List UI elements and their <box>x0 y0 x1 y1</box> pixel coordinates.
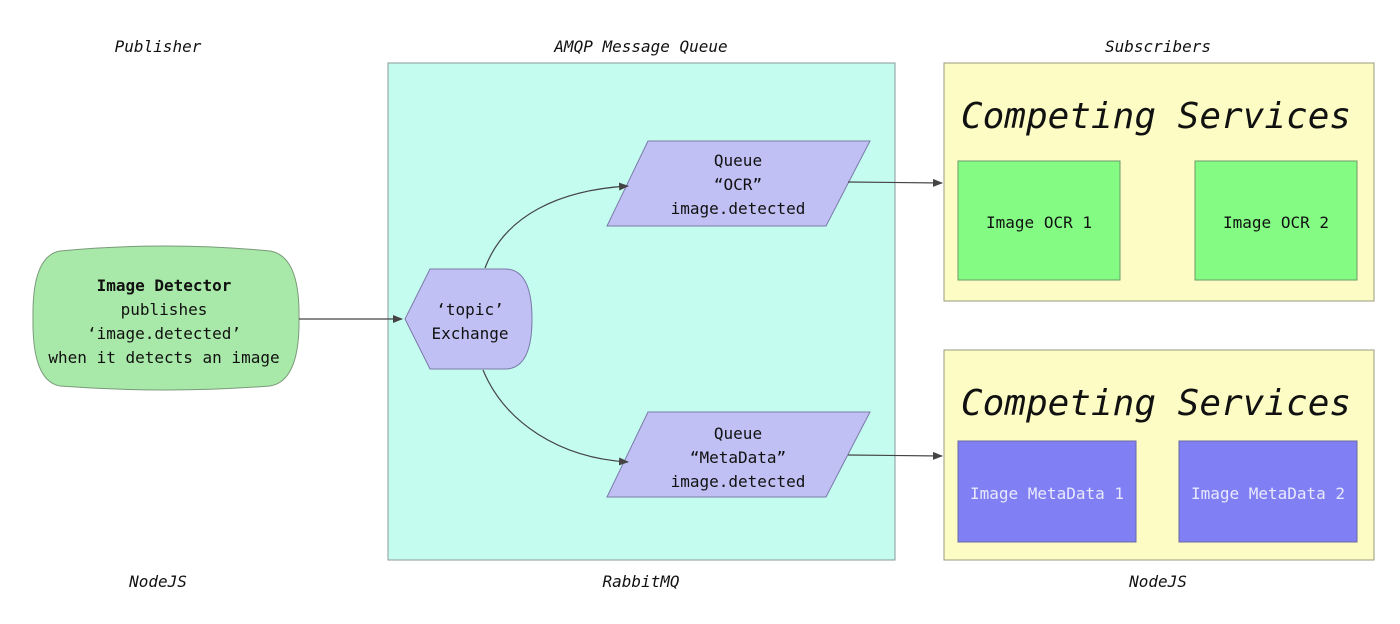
metadata-queue-to-subscribers-arrow <box>847 451 943 460</box>
exchange-line-1: ‘topic’ <box>436 300 503 319</box>
exchange-line-2: Exchange <box>431 324 508 343</box>
publisher-title: Image Detector <box>97 276 232 295</box>
subscribers-tech-label: NodeJS <box>1128 572 1187 591</box>
publisher-line-2: ‘image.detected’ <box>87 324 241 343</box>
queue-metadata-node <box>606 411 871 498</box>
publisher-tech-label: NodeJS <box>128 572 187 591</box>
ocr-queue-to-subscribers-arrow <box>847 178 943 187</box>
publisher-line-1: publishes <box>121 300 208 319</box>
image-ocr-1-label: Image OCR 1 <box>986 213 1092 232</box>
queue-metadata-line-3: image.detected <box>671 472 806 491</box>
image-metadata-1-service <box>957 440 1137 543</box>
publisher-node <box>32 245 300 391</box>
subscribers-column-label: Subscribers <box>1105 37 1211 56</box>
ocr-group-title: Competing Services <box>961 96 1351 137</box>
queue-metadata-line-1: Queue <box>714 424 762 443</box>
publisher-line-3: when it detects an image <box>48 348 279 367</box>
image-metadata-2-service <box>1178 440 1358 543</box>
image-ocr-2-label: Image OCR 2 <box>1223 213 1329 232</box>
image-ocr-1-service <box>957 160 1121 281</box>
image-metadata-1-label: Image MetaData 1 <box>970 484 1124 503</box>
exchange-to-metadata-queue-arrow <box>482 369 629 466</box>
queue-ocr-line-1: Queue <box>714 151 762 170</box>
exchange-to-ocr-queue-arrow <box>484 182 629 269</box>
queue-ocr-node <box>606 140 871 227</box>
queue-metadata-line-2: “MetaData” <box>690 448 786 467</box>
queue-tech-label: RabbitMQ <box>602 572 679 591</box>
queue-ocr-line-3: image.detected <box>671 199 806 218</box>
queue-column-label: AMQP Message Queue <box>553 37 727 56</box>
metadata-group-title: Competing Services <box>961 383 1351 424</box>
exchange-node <box>404 268 533 370</box>
publisher-column-label: Publisher <box>115 37 202 56</box>
queue-ocr-line-2: “OCR” <box>714 175 762 194</box>
image-metadata-2-label: Image MetaData 2 <box>1191 484 1345 503</box>
image-ocr-2-service <box>1194 160 1358 281</box>
